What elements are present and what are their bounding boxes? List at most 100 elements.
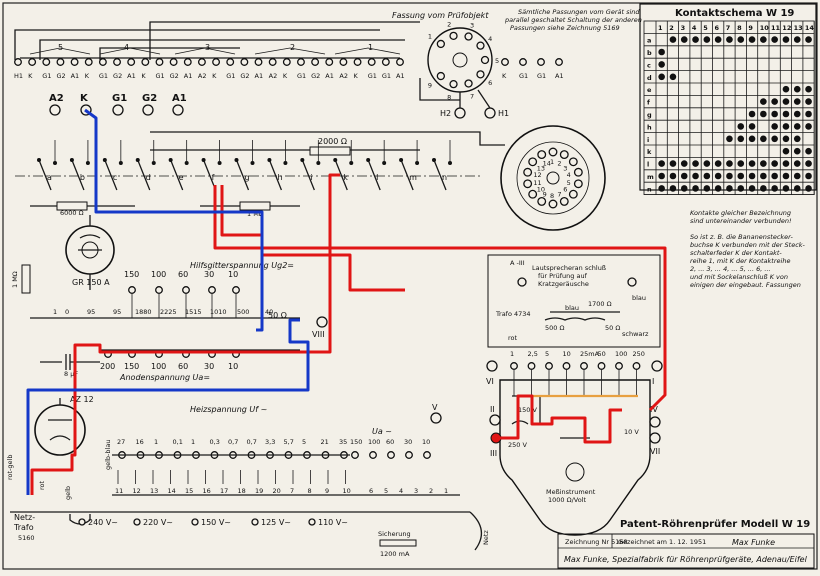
mains-tap[interactable] (251, 518, 259, 526)
socket-pin (339, 58, 348, 66)
meter-range-label: 50 (598, 350, 606, 358)
terminal-h1[interactable] (484, 107, 496, 119)
terminal-iv[interactable] (649, 416, 661, 428)
switch-contact (366, 158, 371, 162)
chart-contact-dot (805, 123, 812, 130)
chart-column-header: 10 (760, 24, 770, 32)
switch-blade[interactable] (170, 159, 184, 191)
grid-voltage-tap[interactable] (155, 286, 163, 294)
speaker-terminal-right[interactable] (627, 277, 637, 287)
switch-blade[interactable] (38, 159, 52, 191)
chart-contact-dot (658, 73, 665, 81)
socket-pin (367, 58, 376, 66)
mains-tap[interactable] (308, 518, 316, 526)
meter-range-terminal[interactable] (580, 362, 588, 370)
switch-blade[interactable] (137, 159, 151, 191)
chart-contact-dot (669, 36, 677, 43)
socket-pin-label: G1 (382, 72, 391, 80)
ua-ac-tap[interactable] (423, 451, 431, 459)
meter-range-terminal[interactable] (597, 362, 606, 370)
grid-voltage-tap[interactable] (232, 286, 240, 294)
chart-contact-dot (680, 36, 688, 43)
noval-pin-number: 3 (470, 21, 474, 29)
socket-pin-label: A2 (269, 72, 278, 80)
noval-pin-number: 8 (447, 94, 451, 102)
group-1: 1 (368, 43, 373, 52)
label-v: V (432, 403, 438, 412)
switch-blade[interactable] (367, 159, 381, 191)
meter-range-terminal[interactable] (562, 362, 571, 370)
socket-pin-label: G1 (155, 72, 164, 80)
switch-label: h (277, 173, 282, 182)
drawn-date: Gezeichnet am 1. 12. 1951 (618, 538, 706, 546)
switch-blade[interactable] (104, 159, 118, 191)
grid-voltage-tap[interactable] (182, 286, 190, 294)
banana-terminal[interactable] (49, 104, 61, 116)
meter-range-terminal[interactable] (632, 362, 641, 370)
top-bus-2 (39, 39, 405, 60)
round-socket-pin (559, 196, 569, 206)
red-wire-2 (220, 185, 405, 292)
terminal-vii[interactable] (649, 432, 661, 444)
banana-terminal[interactable] (112, 104, 124, 116)
switch-contact (333, 158, 338, 162)
resistor-1meg-label: 1 MΩ (247, 210, 264, 218)
chart-row-label: n (647, 185, 652, 193)
switch-blade[interactable] (301, 159, 315, 191)
label-i: I (652, 377, 654, 386)
chart-contact-dot (760, 185, 767, 192)
anode-voltage-value: 150 (124, 362, 139, 371)
svg-text:K: K (502, 72, 507, 80)
terminal-i[interactable] (651, 360, 663, 372)
mains-tap[interactable] (78, 518, 86, 526)
terminal-vi[interactable] (486, 360, 498, 372)
switch-label: c (113, 173, 117, 182)
banana-terminal[interactable] (142, 104, 154, 116)
banana-terminal[interactable] (172, 104, 184, 116)
switch-contact (201, 158, 206, 162)
terminal-viii[interactable] (316, 316, 328, 328)
socket-pin-label: G1 (368, 72, 377, 80)
mains-tap[interactable] (191, 518, 199, 526)
chart-contact-dot (737, 172, 745, 180)
grid-voltage-tap[interactable] (128, 286, 136, 294)
switch-blade[interactable] (71, 159, 85, 191)
meter-range-terminal[interactable] (545, 362, 553, 370)
chart-column-header: 13 (794, 24, 803, 32)
ua-ac-tap[interactable] (351, 451, 359, 459)
meter-range-terminal[interactable] (510, 362, 518, 370)
meter-range-terminal[interactable] (615, 362, 623, 370)
speaker-terminal-left[interactable] (517, 277, 527, 287)
switch-blade[interactable] (235, 159, 250, 191)
noval-pin-number: 1 (428, 33, 432, 41)
terminal-v[interactable] (430, 412, 442, 424)
round-socket-pin-number: 12 (533, 171, 541, 179)
switch-blade[interactable] (268, 159, 283, 191)
switch-blade[interactable] (334, 159, 348, 191)
meter-range-terminal[interactable] (527, 362, 536, 370)
switch-contact (399, 158, 404, 162)
mains-tap-label: 240 V~ (88, 518, 118, 527)
round-socket-pin (568, 189, 578, 199)
terminal-ii[interactable] (489, 414, 501, 426)
round-socket-pin (559, 150, 569, 160)
round-socket-pin-number: 10 (537, 186, 545, 194)
grid-voltage-value: 10 (228, 270, 238, 279)
terminal-h2[interactable] (454, 107, 466, 119)
mains-tap[interactable] (133, 518, 141, 526)
ua-ac-tap[interactable] (369, 451, 377, 459)
heater-tap-number: 14 (168, 487, 176, 495)
switch-blade[interactable] (433, 159, 447, 191)
switch-blade[interactable] (400, 159, 414, 191)
chart-contact-dot (805, 147, 812, 155)
chart-contact-dot (760, 110, 767, 118)
ua-ac-value: 100 (368, 438, 380, 446)
chart-contact-dot (771, 36, 778, 43)
top-bus-3 (99, 47, 240, 60)
ua-ac-tap[interactable] (387, 451, 395, 459)
ua-ac-tap[interactable] (405, 451, 413, 459)
grid-voltage-tap[interactable] (208, 286, 216, 294)
